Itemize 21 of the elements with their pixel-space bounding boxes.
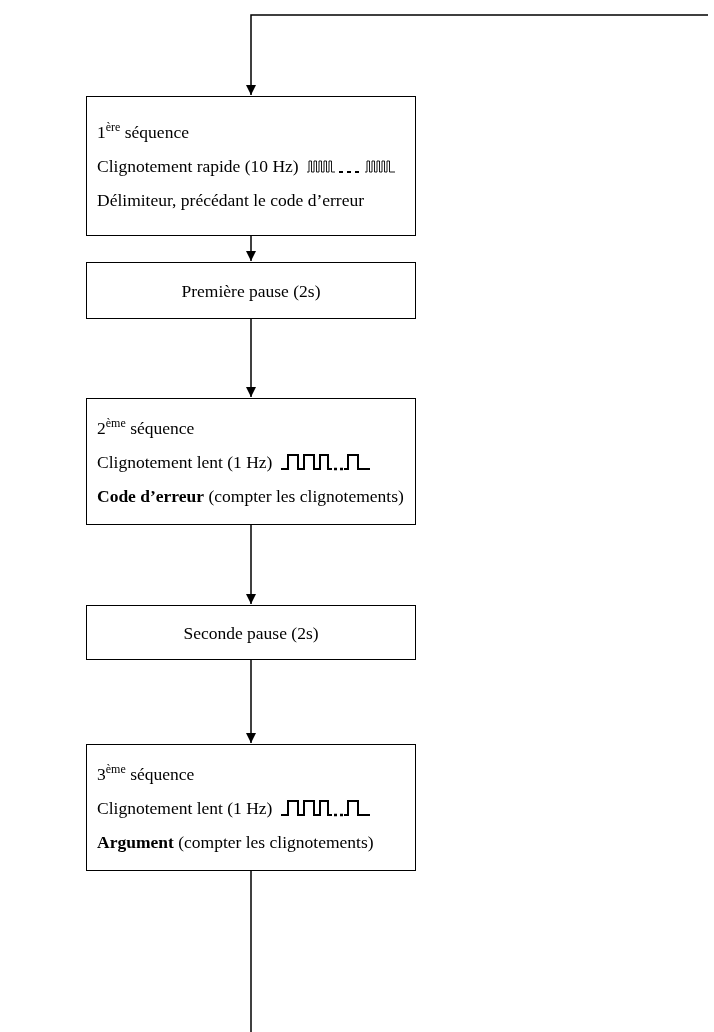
arrow bbox=[246, 659, 256, 744]
arrow bbox=[246, 235, 256, 262]
arrow bbox=[246, 14, 709, 96]
box-text: Clignotement rapide (10 Hz) bbox=[97, 155, 299, 178]
box-text: Première pause (2s) bbox=[181, 279, 321, 303]
pause-box bbox=[86, 605, 416, 660]
box-text: 3$^{ème}$ séquence bbox=[97, 760, 195, 786]
box-text: Clignotement lent (1 Hz) bbox=[97, 796, 273, 820]
box-text: Code d’erreur (compter les clignotements) bbox=[97, 484, 404, 508]
arrow bbox=[246, 524, 256, 605]
box-text: Argument (compter les clignotements) bbox=[97, 830, 374, 854]
sequence-box bbox=[86, 96, 416, 236]
box-text: Délimiteur, précédant le code d’erreur bbox=[97, 189, 364, 212]
sequence-box bbox=[86, 398, 416, 525]
box-text: Clignotement lent (1 Hz) bbox=[97, 450, 273, 474]
box-text: 1$^{ère}$ séquence bbox=[97, 119, 189, 144]
sequence-box bbox=[86, 744, 416, 871]
pause-box bbox=[86, 262, 416, 319]
box-text: Seconde pause (2s) bbox=[183, 621, 319, 645]
arrow bbox=[246, 318, 256, 398]
box-text: 2$^{ème}$ séquence bbox=[97, 414, 195, 440]
